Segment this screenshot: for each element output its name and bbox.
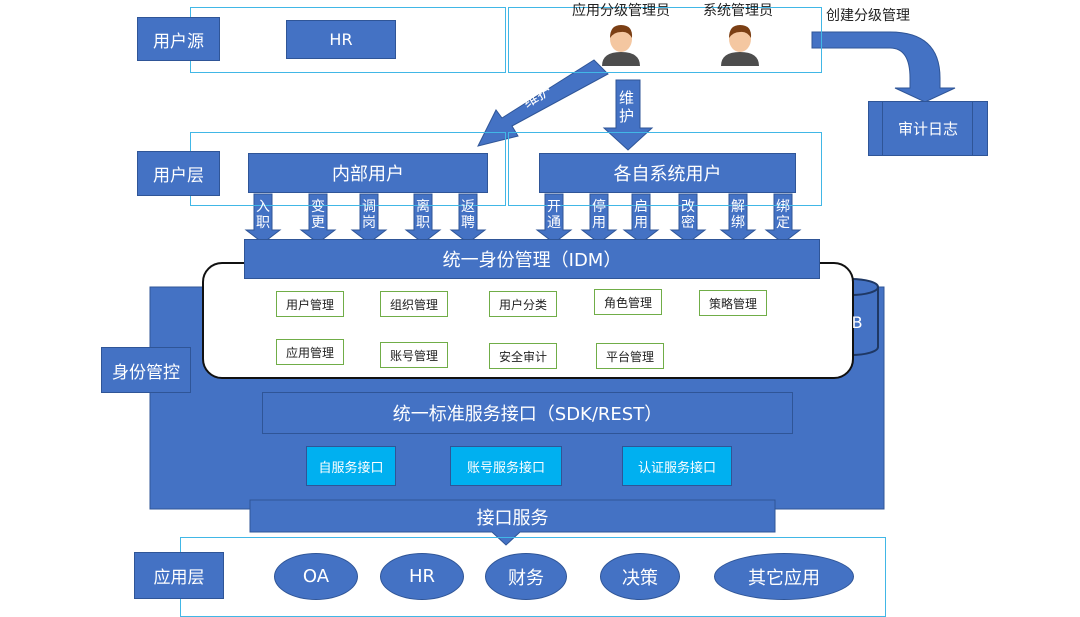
action-char: 绑 — [731, 215, 745, 231]
action-char: 密 — [681, 215, 695, 231]
sys-admin-label: 系统管理员 — [703, 3, 773, 19]
action-label: 调岗 — [360, 199, 378, 231]
audit-log-text: 审计日志 — [897, 120, 958, 138]
module-security-audit: 安全审计 — [489, 343, 557, 369]
action-label: 绑定 — [774, 199, 792, 231]
module-platform-management: 平台管理 — [596, 343, 664, 369]
action-label: 离职 — [414, 199, 432, 231]
app-decision: 决策 — [600, 553, 680, 600]
idm-bar: 统一身份管理（IDM） — [244, 239, 820, 279]
sdk-bar: 统一标准服务接口（SDK/REST） — [262, 392, 793, 434]
create-admin-arrow — [811, 31, 956, 103]
action-char: 启 — [634, 199, 648, 215]
app-others: 其它应用 — [714, 553, 854, 600]
action-arrow — [535, 193, 573, 244]
app-admin-label: 应用分级管理员 — [572, 3, 670, 19]
action-char: 用 — [592, 215, 606, 231]
action-label: 入职 — [254, 199, 272, 231]
action-char: 入 — [256, 199, 270, 215]
action-arrow — [404, 193, 442, 244]
action-char: 聘 — [461, 215, 475, 231]
action-char: 通 — [547, 215, 561, 231]
audit-log-divider — [972, 101, 973, 156]
person-icon — [602, 25, 640, 66]
app-finance: 财务 — [485, 553, 567, 600]
module-user-classification: 用户分类 — [489, 291, 557, 317]
user-layer-frame — [508, 132, 822, 206]
action-arrow — [350, 193, 388, 244]
internal-users-block: 内部用户 — [248, 153, 488, 193]
action-char: 解 — [731, 199, 745, 215]
action-arrow — [764, 193, 802, 244]
user-layer-label: 用户层 — [137, 151, 220, 196]
create-admin-label: 创建分级管理 — [826, 8, 910, 24]
interface-service-label: 接口服务 — [476, 508, 549, 529]
module-app-management: 应用管理 — [276, 339, 344, 365]
module-policy-management: 策略管理 — [699, 290, 767, 316]
user-source-label: 用户源 — [137, 17, 220, 61]
action-char: 调 — [362, 199, 376, 215]
action-label: 停用 — [590, 199, 608, 231]
action-char: 更 — [311, 215, 325, 231]
action-label: 开通 — [545, 199, 563, 231]
action-char: 变 — [311, 199, 325, 215]
action-label: 变更 — [309, 199, 327, 231]
db-label: DB — [839, 312, 863, 332]
maintain-char: 维 — [619, 89, 635, 107]
auth-service-interface: 认证服务接口 — [622, 446, 732, 486]
system-users-block: 各自系统用户 — [539, 153, 796, 193]
action-char: 岗 — [362, 215, 376, 231]
hr-source-block: HR — [286, 20, 396, 59]
action-label: 改密 — [679, 199, 697, 231]
action-arrows — [244, 193, 802, 244]
app-hr: HR — [380, 553, 464, 600]
module-org-management: 组织管理 — [380, 291, 448, 317]
action-char: 绑 — [776, 199, 790, 215]
action-arrow — [669, 193, 707, 244]
action-arrow — [244, 193, 282, 244]
module-role-management: 角色管理 — [594, 289, 662, 315]
action-label: 解绑 — [729, 199, 747, 231]
action-label: 启用 — [632, 199, 650, 231]
account-service-interface: 账号服务接口 — [450, 446, 562, 486]
admin-frame — [508, 7, 822, 73]
action-arrow — [299, 193, 337, 244]
action-arrow — [580, 193, 618, 244]
action-arrow — [449, 193, 487, 244]
person-icon — [721, 25, 759, 66]
action-char: 用 — [634, 215, 648, 231]
module-user-management: 用户管理 — [276, 291, 344, 317]
maintain-vertical-label: 维护 — [619, 89, 634, 125]
action-char: 返 — [461, 199, 475, 215]
identity-control-label: 身份管控 — [101, 347, 191, 393]
action-char: 改 — [681, 199, 695, 215]
action-char: 职 — [416, 215, 430, 231]
action-char: 定 — [776, 215, 790, 231]
audit-log-block: 审计日志 — [868, 101, 988, 156]
action-arrow — [622, 193, 660, 244]
self-service-interface: 自服务接口 — [306, 446, 396, 486]
action-char: 停 — [592, 199, 606, 215]
maintain-diagonal-arrow — [477, 59, 609, 147]
action-label: 返聘 — [459, 199, 477, 231]
action-char: 离 — [416, 199, 430, 215]
interface-service-arrow — [249, 499, 776, 546]
action-char: 职 — [256, 215, 270, 231]
audit-log-divider — [882, 101, 883, 156]
action-char: 开 — [547, 199, 561, 215]
module-account-management: 账号管理 — [380, 342, 448, 368]
app-layer-label: 应用层 — [134, 552, 224, 599]
action-arrow — [719, 193, 757, 244]
maintain-char: 护 — [619, 107, 635, 125]
app-oa: OA — [274, 553, 358, 600]
